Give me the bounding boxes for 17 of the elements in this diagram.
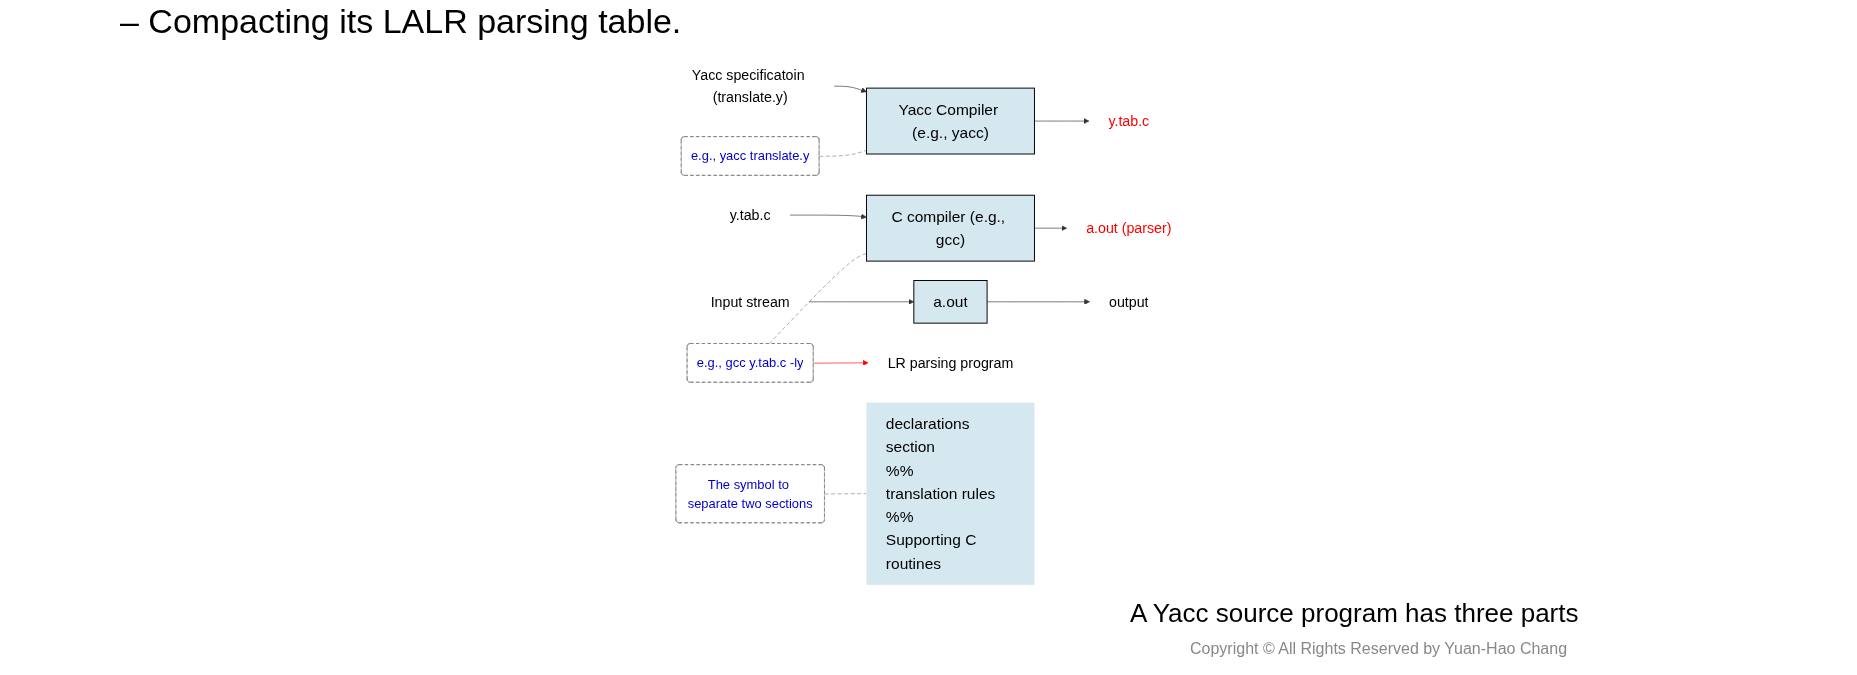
node-box: a.out — [913, 280, 988, 324]
node-box: C compiler (e.g., gcc) — [865, 194, 1035, 262]
copyright-note: Copyright © All Rights Reserved by Yuan-Hao Chang — [1190, 640, 1568, 658]
connector — [819, 150, 867, 157]
node-text: y.tab.c — [1108, 113, 1150, 130]
node-text: Yacc specificatoin (translate.y) — [691, 67, 805, 105]
node-box: Yacc Compiler (e.g., yacc) — [865, 87, 1035, 155]
node-text: Input stream — [710, 293, 790, 310]
node-text: LR parsing program — [887, 354, 1014, 371]
node-text: a.out (parser) — [1086, 220, 1172, 237]
connector — [768, 253, 867, 345]
node-text: y.tab.c — [729, 207, 771, 224]
caption: A Yacc source program has three parts — [1130, 598, 1579, 629]
node-box: declarations section %% translation rules %% Supporting C routines — [866, 402, 1035, 585]
connector — [824, 493, 867, 495]
heading: – Compacting its LALR parsing table. — [120, 2, 682, 41]
node-text: output — [1109, 293, 1149, 310]
